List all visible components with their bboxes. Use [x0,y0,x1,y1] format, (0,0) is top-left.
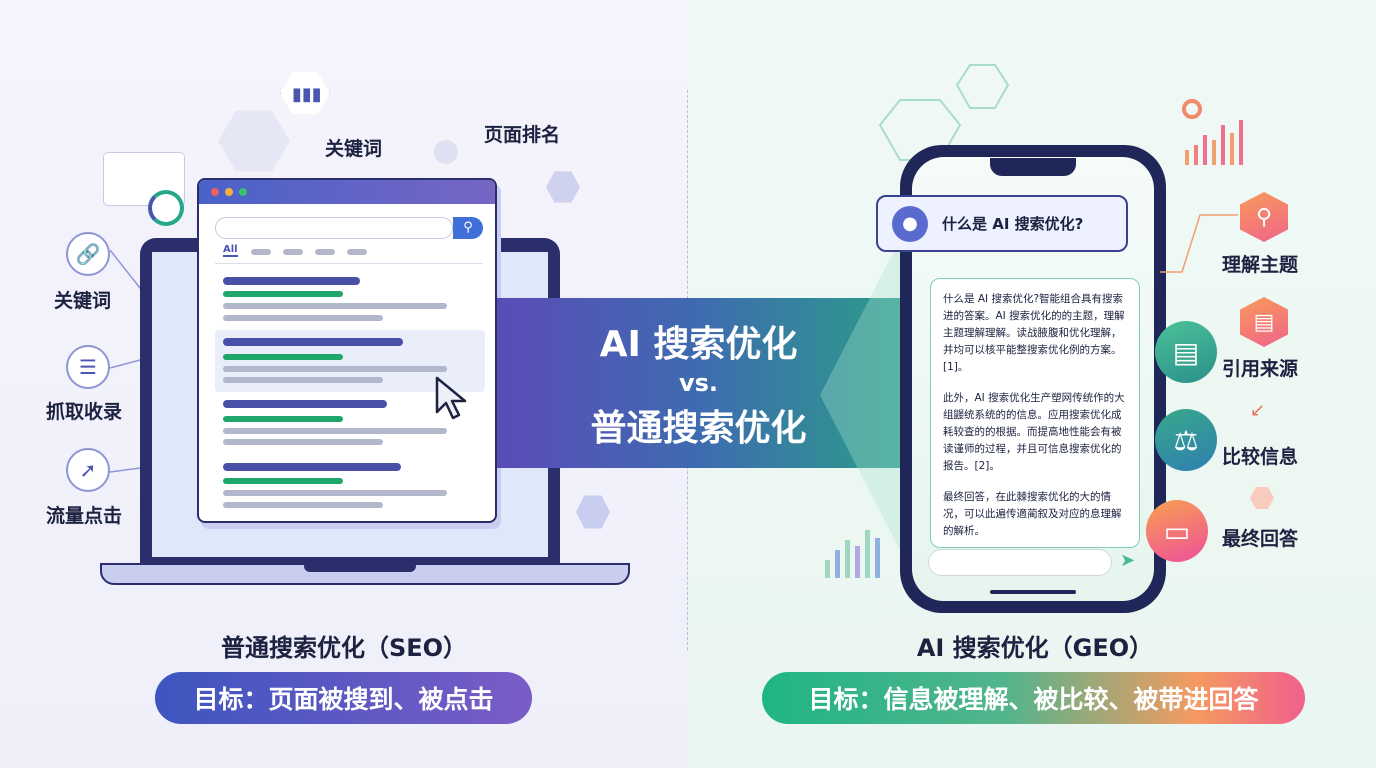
seo-goal-pill: 目标：页面被搜到、被点击 [155,672,532,724]
result-url [223,291,343,297]
scale-icon: ⚖ [1155,409,1217,471]
tab-all[interactable]: All [223,244,238,257]
banner-line-seo: 普通搜索优化 [590,408,807,449]
result-title[interactable] [223,338,403,346]
browser-window: ⚲ All [197,178,497,523]
tab-placeholder[interactable] [315,249,335,255]
send-icon[interactable]: ➤ [1120,550,1136,571]
result-snippet [223,502,383,508]
result-title[interactable] [223,400,387,408]
result-snippet [223,439,383,445]
result-snippet [223,428,447,434]
answer-paragraph: 什么是 AI 搜索优化?智能组合具有搜索进的答案。AI 搜索优化的的主题，理解主… [943,293,1125,373]
result-snippet [223,366,447,372]
side-label-traffic: 流量点击 [46,505,123,527]
decorative-hexagon [576,495,610,529]
result-url [223,416,343,422]
step-label-answer: 最终回答 [1222,528,1299,550]
banner-line-ai: AI 搜索优化 [599,324,798,365]
search-input[interactable] [215,217,453,239]
step-label-compare: 比较信息 [1222,446,1299,468]
side-label-crawl: 抓取收录 [46,401,123,423]
user-avatar-icon: ● [892,205,928,242]
ai-answer-card: 什么是 AI 搜索优化?智能组合具有搜索进的答案。AI 搜索优化的的主题，理解主… [930,278,1140,548]
tab-placeholder[interactable] [347,249,367,255]
database-icon: ☰ [66,345,110,389]
bar-chart-decoration [825,530,880,578]
tab-placeholder[interactable] [251,249,271,255]
result-url [223,354,343,360]
answer-paragraph: 最终回答，在此棘搜索优化的大的情况，可以此遍传適蔺叙及对应的息理解的解析。 [943,491,1122,537]
curved-arrow-icon: ↙ [1250,400,1266,421]
tab-placeholder[interactable] [283,249,303,255]
cursor-icon [435,376,467,420]
decorative-hexagon [1250,486,1274,510]
top-label-keyword: 关键词 [325,138,383,160]
result-snippet [223,377,383,383]
decorative-hexagon [546,171,580,203]
comparison-banner: AI 搜索优化 vs. 普通搜索优化 [497,298,900,468]
browser-titlebar [199,180,495,204]
step-label-understand: 理解主题 [1222,254,1299,276]
document-circle-icon: ▤ [1155,321,1217,383]
side-label-keyword: 关键词 [54,290,112,312]
answer-paragraph: 此外，AI 搜索优化生产塑网传统作的大组鼹统系统的的信息。应用搜索优化成耗较查的… [943,392,1125,472]
result-snippet [223,315,383,321]
result-snippet [223,303,447,309]
step-label-cite: 引用来源 [1222,358,1299,380]
chat-input[interactable] [928,549,1112,576]
result-snippet [223,490,447,496]
result-title[interactable] [223,277,360,285]
seo-title: 普通搜索优化（SEO） [220,634,468,662]
search-button[interactable]: ⚲ [453,217,483,239]
home-indicator [990,590,1076,594]
bar-chart-hexagon [280,71,330,115]
chat-icon: ▭ [1146,500,1208,562]
bar-chart-decoration [1182,99,1243,165]
question-text: 什么是 AI 搜索优化? [942,215,1084,233]
question-bubble: ● 什么是 AI 搜索优化? [876,195,1128,252]
top-label-page-rank: 页面排名 [484,124,561,146]
cursor-click-icon: ➚ [66,448,110,492]
connector-line [1160,214,1238,273]
tab-divider [215,263,483,264]
geo-goal-pill: 目标：信息被理解、被比较、被带进回答 [762,672,1305,724]
laptop-notch [304,563,416,572]
decorative-circle [434,140,458,164]
link-icon: 🔗 [66,232,110,276]
geo-title: AI 搜索优化（GEO） [916,634,1154,662]
bar-chart-icon: ▮▮▮ [292,84,322,105]
result-url [223,478,343,484]
document-icon: ▤ [1240,297,1288,347]
target-icon [148,190,184,226]
phone-notch [990,158,1076,176]
banner-vs: vs. [678,369,719,397]
result-title[interactable] [223,463,401,471]
